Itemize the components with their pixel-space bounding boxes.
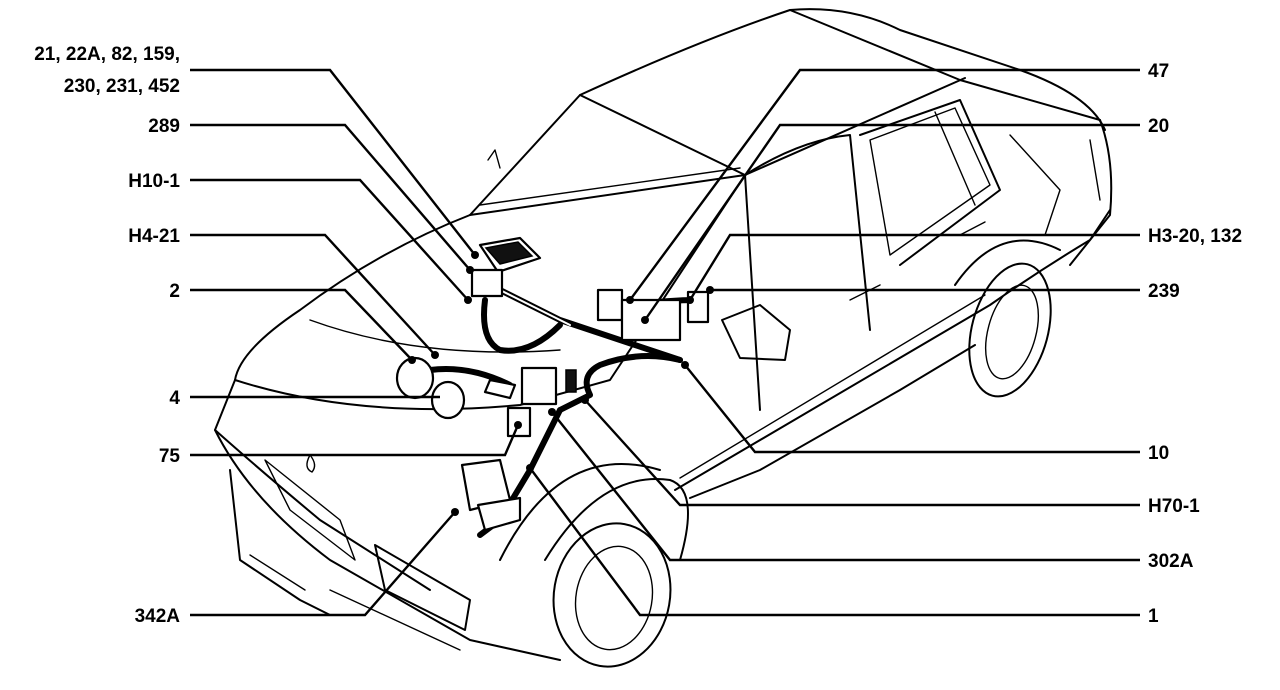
callout-label-c3: H10-1 [128,171,180,192]
callout-label-c10: 20 [1148,116,1169,137]
car-outline [214,8,1113,668]
callout-labels-left: 21, 22A, 82, 159, 230, 231, 452 289 H10-… [34,44,180,627]
connector-points [408,251,714,516]
callout-label-c1-line2: 230, 231, 452 [64,76,180,97]
callout-label-c15: 302A [1148,551,1194,572]
callout-label-c2: 289 [148,116,180,137]
module-20 [620,298,682,342]
module-47 [596,288,624,322]
callout-label-c4: H4-21 [128,226,180,247]
callout-label-c5: 2 [169,281,180,302]
callout-label-c9: 47 [1148,61,1169,82]
callout-label-c16: 1 [1148,606,1159,627]
callout-label-c12: 239 [1148,281,1180,302]
callout-label-c13: 10 [1148,443,1169,464]
callout-label-c6: 4 [169,388,180,409]
callout-label-c14: H70-1 [1148,496,1200,517]
leader-lines [190,68,1140,617]
component-10 [520,366,558,406]
callout-label-c7: 75 [159,446,181,467]
component-4 [430,380,466,420]
components [395,236,710,532]
callout-labels-right: 47 20 H3-20, 132 239 10 H70-1 302A 1 [1148,61,1242,627]
callout-label-c11: H3-20, 132 [1148,226,1242,247]
callout-label-c8: 342A [135,606,181,627]
component-2 [395,356,435,400]
callout-label-c1-line1: 21, 22A, 82, 159, [34,44,180,65]
relay-289 [470,268,504,298]
